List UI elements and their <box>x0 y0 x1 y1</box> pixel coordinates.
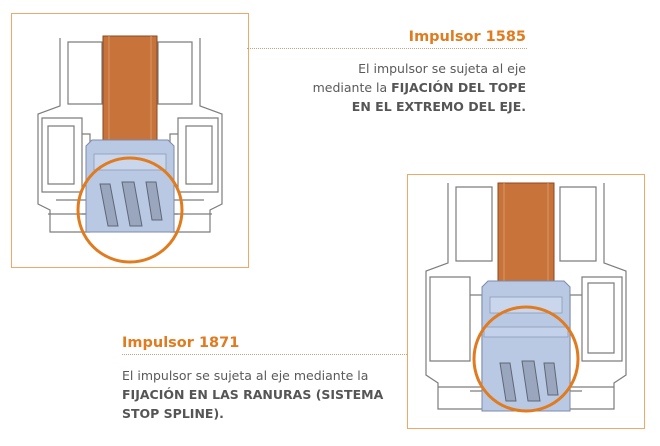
title-impulsor-1871: Impulsor 1871 <box>122 335 240 351</box>
shaft <box>102 35 158 141</box>
spline-grooves <box>99 181 163 227</box>
desc-1871-bold-2: STOP SPLINE). <box>122 406 224 421</box>
diagram-panel-1585 <box>11 13 249 268</box>
desc-1871-line-1: El impulsor se sujeta al eje mediante la <box>122 368 369 383</box>
title-impulsor-1585: Impulsor 1585 <box>408 29 526 45</box>
shaft <box>497 182 555 282</box>
desc-1871-bold-1: FIJACIÓN EN LAS RANURAS (SISTEMA <box>122 387 384 402</box>
highlight-circle-1871 <box>472 305 580 413</box>
desc-1585-bold-2: EN EL EXTREMO DEL EJE. <box>351 99 526 114</box>
cross-section-1585 <box>37 35 223 264</box>
cross-section-1871 <box>425 182 627 413</box>
diagram-panel-1871 <box>407 174 645 429</box>
spline-grooves <box>499 360 559 402</box>
description-impulsor-1871: El impulsor se sujeta al eje mediante la… <box>122 366 412 423</box>
desc-1585-line-2: mediante la <box>312 80 392 95</box>
desc-1585-bold-1: FIJACIÓN DEL TOPE <box>391 80 526 95</box>
description-impulsor-1585: El impulsor se sujeta al eje mediante la… <box>266 59 526 116</box>
leader-line-1585 <box>247 48 527 49</box>
highlight-circle-1585 <box>76 156 184 264</box>
leader-line-1871 <box>122 354 407 355</box>
desc-1585-line-1: El impulsor se sujeta al eje <box>358 61 526 76</box>
